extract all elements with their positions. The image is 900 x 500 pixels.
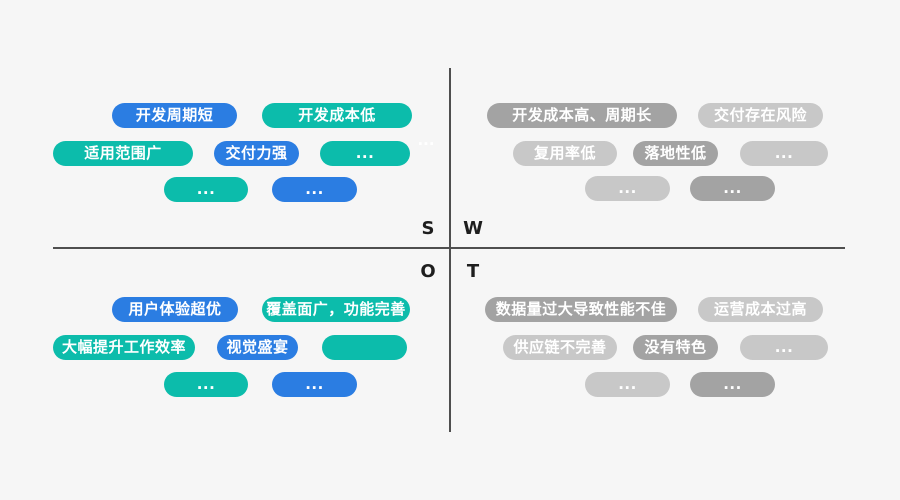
threats-pill-7: ... xyxy=(690,372,775,397)
stray-ellipsis: ... xyxy=(417,131,435,149)
threats-pill-2: 运营成本过高 xyxy=(698,297,823,322)
quadrant-letter-o: O xyxy=(420,261,436,282)
weaknesses-pill-6: ... xyxy=(585,176,670,201)
quadrant-letter-s: S xyxy=(421,218,435,239)
opportunities-pill-4: 视觉盛宴 xyxy=(217,335,298,360)
opportunities-pill-5 xyxy=(322,335,407,360)
weaknesses-pill-7: ... xyxy=(690,176,775,201)
strengths-pill-5: ... xyxy=(320,141,410,166)
strengths-pill-2: 开发成本低 xyxy=(262,103,412,128)
horizontal-axis-line xyxy=(53,247,845,249)
quadrant-letter-w: W xyxy=(463,218,483,239)
weaknesses-pill-4: 落地性低 xyxy=(633,141,718,166)
threats-pill-3: 供应链不完善 xyxy=(503,335,617,360)
strengths-pill-4: 交付力强 xyxy=(214,141,299,166)
threats-pill-6: ... xyxy=(585,372,670,397)
weaknesses-pill-1: 开发成本高、周期长 xyxy=(487,103,677,128)
opportunities-pill-1: 用户体验超优 xyxy=(112,297,238,322)
strengths-pill-7: ... xyxy=(272,177,357,202)
opportunities-pill-3: 大幅提升工作效率 xyxy=(53,335,195,360)
vertical-axis-line xyxy=(449,68,451,432)
opportunities-pill-7: ... xyxy=(272,372,357,397)
threats-pill-1: 数据量过大导致性能不佳 xyxy=(485,297,677,322)
threats-pill-5: ... xyxy=(740,335,828,360)
strengths-pill-6: ... xyxy=(164,177,248,202)
strengths-pill-3: 适用范围广 xyxy=(53,141,193,166)
weaknesses-pill-3: 复用率低 xyxy=(513,141,617,166)
strengths-pill-1: 开发周期短 xyxy=(112,103,237,128)
quadrant-letter-t: T xyxy=(466,261,480,282)
opportunities-pill-2: 覆盖面广，功能完善 xyxy=(262,297,410,322)
opportunities-pill-6: ... xyxy=(164,372,248,397)
weaknesses-pill-5: ... xyxy=(740,141,828,166)
threats-pill-4: 没有特色 xyxy=(633,335,718,360)
weaknesses-pill-2: 交付存在风险 xyxy=(698,103,823,128)
